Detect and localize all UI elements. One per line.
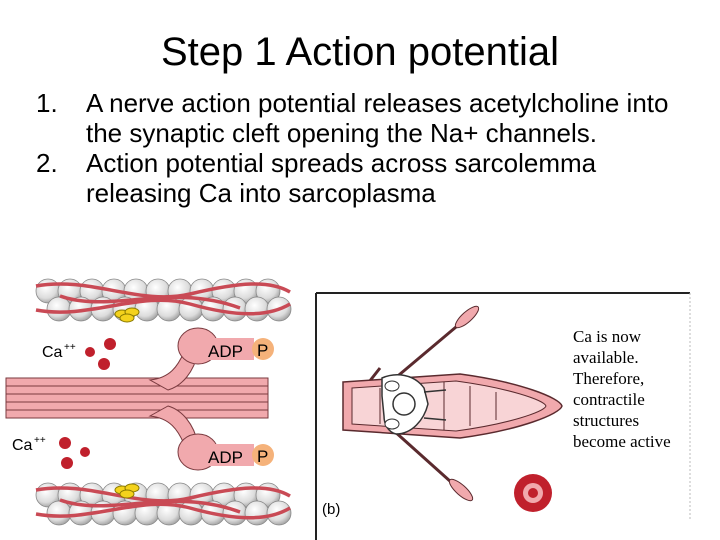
tropomyosin-strand (35, 486, 291, 503)
list-number: 2. (36, 148, 58, 178)
caption-line: structures (573, 411, 639, 430)
rower-head (392, 392, 416, 416)
troponin-complex-top (114, 307, 140, 323)
panel-b-caption: Ca is now available. Therefore, contract… (573, 327, 671, 451)
adp-label: ADP (208, 342, 243, 361)
tropomyosin-strand (35, 282, 291, 299)
calcium-ion (59, 437, 71, 449)
oar-top (367, 305, 480, 383)
tropomyosin-strand (35, 298, 291, 316)
list-number: 1. (36, 88, 58, 118)
phosphate-label: P (257, 447, 268, 466)
list-item: 2. Action potential spreads across sarco… (36, 148, 696, 208)
muscle-contraction-figure: ADP P ADP P Ca ++ Ca ++ (5, 278, 691, 540)
svg-text:++: ++ (64, 342, 76, 353)
actin-filament-bottom (35, 482, 292, 526)
adp-label: ADP (208, 448, 243, 467)
oar-bottom (391, 428, 474, 502)
myosin-thick-filament (5, 377, 269, 419)
bullet-list: 1. A nerve action potential releases ace… (36, 88, 696, 208)
calcium-label-bottom: Ca ++ (12, 435, 46, 454)
actin-bead (46, 500, 72, 526)
list-item: 1. A nerve action potential releases ace… (36, 88, 696, 148)
panel-b-label: (b) (322, 501, 340, 518)
svg-text:Ca: Ca (12, 437, 33, 454)
rower-figure (381, 374, 447, 435)
calcium-ions (59, 338, 116, 469)
phosphate-label: P (257, 341, 268, 360)
adp-phosphate-bottom: ADP P (204, 444, 274, 467)
troponin-complex-bottom (114, 483, 140, 499)
list-text: Action potential spreads across sarcolem… (86, 148, 597, 208)
svg-text:++: ++ (34, 435, 46, 446)
calcium-label-top: Ca ++ (42, 342, 76, 361)
caption-line: become active (573, 432, 671, 451)
calcium-ion (80, 447, 90, 457)
tropomyosin-strand (59, 294, 241, 310)
actin-bead (46, 296, 72, 322)
tropomyosin-strand (35, 502, 291, 520)
actin-bead (244, 296, 270, 322)
actin-bead (222, 296, 248, 322)
caption-line: Ca is now (573, 327, 642, 346)
actin-bead (244, 500, 270, 526)
list-text: A nerve action potential releases acetyl… (86, 88, 669, 148)
adp-phosphate-top: ADP P (204, 338, 274, 361)
calcium-symbol (514, 474, 552, 512)
calcium-ion (61, 457, 73, 469)
actin-bead (222, 500, 248, 526)
caption-line: contractile (573, 390, 645, 409)
calcium-ion (85, 347, 95, 357)
calcium-ion (98, 358, 110, 370)
caption-line: Therefore, (573, 369, 644, 388)
tropomyosin-strand (59, 498, 241, 514)
svg-text:Ca: Ca (42, 344, 63, 361)
caption-line: available. (573, 348, 639, 367)
slide-title: Step 1 Action potential (160, 30, 560, 74)
calcium-ion (104, 338, 116, 350)
rowing-boat (342, 373, 563, 439)
actin-filament-top (35, 278, 292, 322)
myosin-head-bottom (148, 405, 219, 471)
